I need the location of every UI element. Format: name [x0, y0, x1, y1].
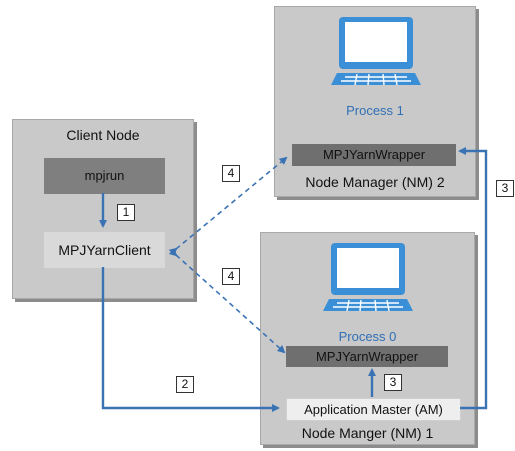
mpjyarn-wrapper-nm1: MPJYarnWrapper [286, 346, 448, 367]
step-3-nm-label: 3 [496, 180, 514, 197]
application-master-box: Application Master (AM) [286, 398, 461, 421]
client-node-title: Client Node [66, 127, 140, 143]
monitor-icon [321, 241, 415, 315]
arrow-step-2 [101, 267, 280, 412]
node-manager-2-title: Node Manager (NM) 2 [305, 174, 445, 190]
arrow-step-4-bottom [168, 248, 286, 354]
arrow-step-4-top [168, 156, 288, 256]
mpjyarn-client-box: MPJYarnClient [44, 232, 165, 268]
mpjyarn-wrapper-nm2: MPJYarnWrapper [292, 144, 456, 166]
step-4-top-label: 4 [222, 165, 240, 182]
node-manager-1-title: Node Manger (NM) 1 [301, 425, 434, 441]
monitor-icon [329, 15, 423, 89]
step-3-am-label: 3 [384, 374, 402, 391]
step-1-label: 1 [117, 204, 135, 221]
mpjrun-box: mpjrun [44, 158, 165, 194]
arrow-step-3-nm [458, 147, 488, 410]
process-0-label: Process 0 [338, 329, 397, 344]
step-4-bottom-label: 4 [222, 268, 240, 285]
node-manager-2-box: Process 1 MPJYarnWrapper Node Manager (N… [274, 6, 476, 197]
step-2-label: 2 [176, 376, 194, 393]
node-manager-1-box: Process 0 MPJYarnWrapper Application Mas… [260, 232, 475, 445]
process-1-label: Process 1 [346, 103, 404, 118]
client-node-box: Client Node mpjrun MPJYarnClient [12, 119, 194, 299]
